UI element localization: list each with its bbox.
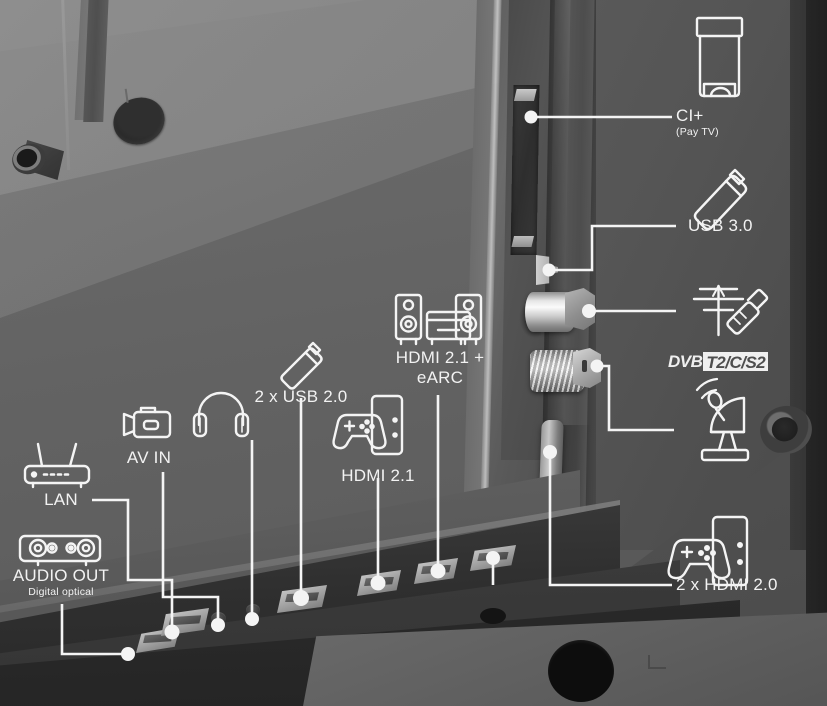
- dvb-badge: DVB T2/C/S2: [668, 352, 769, 372]
- bottom-bezel-hole-small: [480, 608, 506, 624]
- hotspot-hdmi-21: [370, 575, 386, 591]
- hotspot-hdmi-21-earc: [430, 563, 446, 579]
- label-audio-out: AUDIO OUT: [12, 566, 110, 585]
- label-hdmi-2-0: 2 x HDMI 2.0: [676, 575, 778, 594]
- label-usb-3: USB 3.0: [688, 216, 753, 235]
- hotspot-ci-plus: [524, 110, 538, 124]
- usb-flash-drive-icon-top: [280, 341, 323, 390]
- antenna-rf-connector: [519, 288, 595, 338]
- headphones-icon: [192, 391, 250, 438]
- sublabel-audio-out: Digital optical: [28, 586, 94, 598]
- hotspot-satellite: [590, 359, 604, 373]
- hotspot-usb-3: [542, 263, 556, 277]
- usb-flash-drive-icon-right: [693, 168, 748, 231]
- speaker-system-icon: [394, 293, 483, 346]
- leader-usb-3: [549, 224, 676, 272]
- hotspot-audio-out: [121, 647, 135, 661]
- label-hdmi-21-earc-1: HDMI 2.1 +: [395, 348, 485, 367]
- antenna-and-coax-plug-icon: [692, 284, 769, 337]
- label-hdmi-21-earc-2: eARC: [416, 368, 464, 387]
- leader-audio-out: [60, 604, 128, 656]
- dvb-prefix: DVB: [668, 352, 703, 371]
- dvb-standards: T2/C/S2: [703, 352, 769, 372]
- hotspot-usb-2: [293, 590, 309, 606]
- label-usb-2: 2 x USB 2.0: [254, 387, 348, 406]
- leader-lan: [92, 498, 174, 632]
- hotspot-av-in: [211, 618, 225, 632]
- bottom-bezel-hole: [548, 640, 614, 702]
- hotspot-hdmi-2-0: [543, 445, 557, 459]
- bottom-alignment-mark: [648, 655, 666, 669]
- camcorder-icon: [122, 406, 172, 439]
- satellite-f-connector: [530, 346, 602, 394]
- ci-card-icon: [695, 16, 744, 98]
- label-ci-plus: CI+: [676, 106, 704, 125]
- satellite-dish-icon: [695, 377, 750, 462]
- hotspot-lan: [164, 624, 180, 640]
- gamepad-and-console-icon-right: [667, 515, 749, 587]
- hotspot-antenna: [582, 304, 596, 318]
- hotspot-hdmi-2-0-bottom: [486, 551, 500, 565]
- mount-boss-screw: [8, 138, 66, 186]
- audio-connector-panel-icon: [18, 534, 102, 567]
- leader-av-in: [161, 472, 220, 625]
- router-icon: [23, 442, 91, 489]
- label-av-in: AV IN: [126, 448, 172, 467]
- label-lan: LAN: [44, 490, 78, 509]
- tv-far-right-edge: [806, 0, 827, 690]
- hotspot-headphone: [245, 612, 259, 626]
- label-hdmi-21: HDMI 2.1: [341, 466, 415, 485]
- leader-satellite: [597, 364, 674, 432]
- leader-hdmi-2-0: [548, 452, 672, 587]
- sublabel-ci-plus: (Pay TV): [676, 126, 719, 138]
- gamepad-and-console-icon-top: [332, 394, 404, 456]
